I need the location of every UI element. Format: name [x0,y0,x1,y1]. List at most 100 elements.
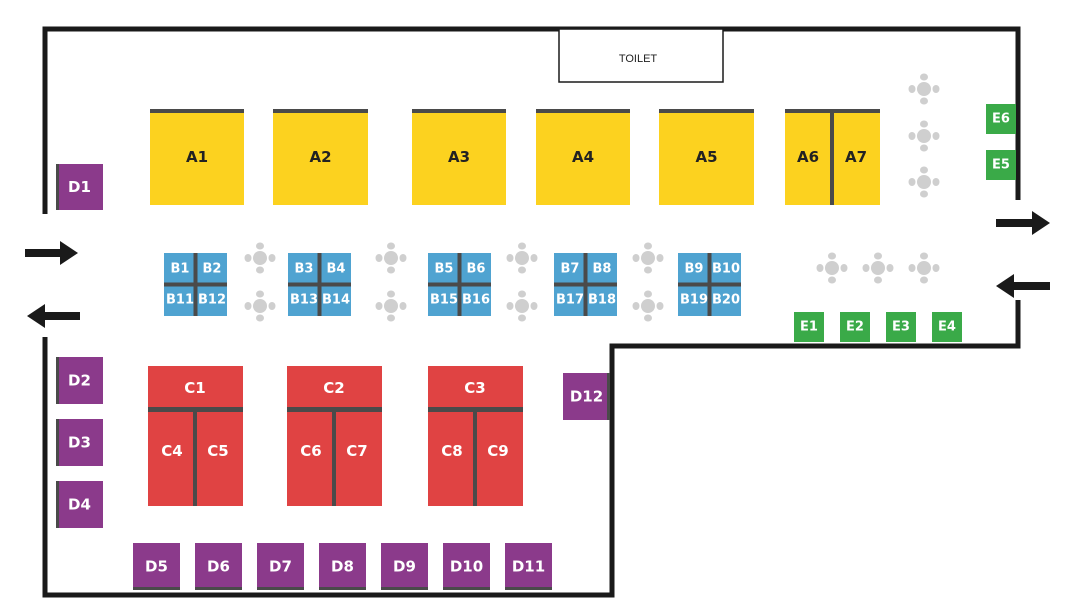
booth-label: A6 [797,148,819,166]
table-with-chairs-icon [816,252,848,284]
table-with-chairs-icon [862,252,894,284]
booth-label: E3 [892,320,910,335]
booth-e1[interactable]: E1 [794,312,824,342]
booth-d11[interactable]: D11 [505,543,552,590]
booth-label: E4 [938,320,956,335]
booth-e6[interactable]: E6 [986,104,1016,134]
wall-top [42,26,1021,214]
booth-d7[interactable]: D7 [257,543,304,590]
booth-label: B17 [556,293,584,308]
booth-label: C9 [487,442,508,460]
booth-d12[interactable]: D12 [563,373,610,420]
entry-arrow-icon [25,241,78,265]
table-with-chairs-icon [244,242,276,274]
arrows-layer [25,211,1050,328]
booth-label: B14 [322,293,350,308]
booth-label: C3 [464,379,485,397]
booth-a1[interactable]: A1 [150,109,244,205]
table-with-chairs-icon [908,73,940,105]
booth-label: C4 [161,442,182,460]
booth-d10[interactable]: D10 [443,543,490,590]
booth-e3[interactable]: E3 [886,312,916,342]
booth-label: E2 [846,320,864,335]
booth-label: B10 [712,262,740,277]
table-with-chairs-icon [908,120,940,152]
tables-layer [244,73,940,322]
booth-a5[interactable]: A5 [659,109,754,205]
booth-label: B16 [462,293,490,308]
booth-label: D12 [570,388,603,406]
booth-label: A1 [186,148,208,166]
exit-arrow-icon [996,211,1050,235]
booth-d2[interactable]: D2 [56,357,103,404]
booth-label: B15 [430,293,458,308]
table-with-chairs-icon [632,242,664,274]
table-with-chairs-icon [908,252,940,284]
booth-label: D8 [331,558,354,576]
booth-label: D9 [393,558,416,576]
booth-label: B20 [712,293,740,308]
table-with-chairs-icon [375,290,407,322]
booth-label: B6 [467,262,486,277]
toilet-label: TOILET [619,53,658,65]
booth-label: A5 [695,148,717,166]
wall-right-lower [42,300,1021,598]
booth-d6[interactable]: D6 [195,543,242,590]
booth-label: B4 [327,262,346,277]
booth-label: D10 [450,558,483,576]
booth-d4[interactable]: D4 [56,481,103,528]
table-with-chairs-icon [632,290,664,322]
table-with-chairs-icon [908,166,940,198]
booth-a3[interactable]: A3 [412,109,506,205]
booth-a2[interactable]: A2 [273,109,368,205]
booth-label: B13 [290,293,318,308]
booth-d1[interactable]: D1 [56,164,103,210]
booth-e5[interactable]: E5 [986,150,1016,180]
booth-label: B7 [561,262,580,277]
booth-label: B1 [171,262,190,277]
exit-arrow-icon [27,304,80,328]
booth-d8[interactable]: D8 [319,543,366,590]
booth-d5[interactable]: D5 [133,543,180,590]
booth-label: A2 [309,148,331,166]
booth-label: E5 [992,158,1010,173]
booth-e2[interactable]: E2 [840,312,870,342]
booth-e4[interactable]: E4 [932,312,962,342]
booth-label: D6 [207,558,230,576]
booth-a4[interactable]: A4 [536,109,630,205]
booth-label: C1 [184,379,205,397]
booth-label: B19 [680,293,708,308]
booth-label: D4 [68,496,91,514]
booth-label: C7 [346,442,367,460]
booth-label: B12 [198,293,226,308]
booth-label: D2 [68,372,91,390]
booth-label: E1 [800,320,818,335]
booth-label: B5 [435,262,454,277]
booth-label: A3 [448,148,470,166]
booth-d3[interactable]: D3 [56,419,103,466]
booth-d9[interactable]: D9 [381,543,428,590]
table-with-chairs-icon [375,242,407,274]
booth-label: C2 [323,379,344,397]
booth-label: D5 [145,558,168,576]
table-with-chairs-icon [506,242,538,274]
booth-label: C6 [300,442,321,460]
table-with-chairs-icon [506,290,538,322]
booth-label: B18 [588,293,616,308]
booth-label: D7 [269,558,292,576]
booth-label: B9 [685,262,704,277]
booth-label: D11 [512,558,545,576]
booth-label: D1 [68,178,91,196]
walls [42,26,1021,598]
